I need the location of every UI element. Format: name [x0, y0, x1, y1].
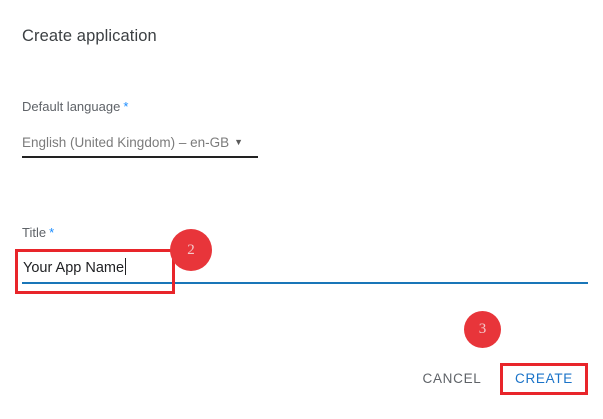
required-asterisk-language: * — [123, 99, 129, 114]
title-input[interactable]: Your App Name — [23, 258, 127, 278]
default-language-label-text: Default language — [22, 99, 121, 114]
annotation-badge-3: 3 — [464, 311, 501, 348]
create-button[interactable]: CREATE — [503, 363, 585, 395]
text-cursor — [125, 258, 127, 275]
default-language-select-value-row: English (United Kingdom) – en-GB ▼ — [22, 131, 258, 154]
default-language-underline — [22, 156, 258, 158]
title-label-text: Title — [22, 225, 47, 240]
title-input-value: Your App Name — [23, 260, 125, 276]
cancel-button[interactable]: CANCEL — [417, 363, 487, 395]
default-language-selected-value: English (United Kingdom) – en-GB — [22, 135, 230, 150]
required-asterisk-title: * — [49, 225, 55, 240]
page-title: Create application — [22, 27, 157, 45]
default-language-label: Default language* — [22, 99, 128, 114]
dialog-actions: CANCEL CREATE — [0, 363, 603, 395]
chevron-down-icon: ▼ — [234, 137, 244, 147]
title-input-underline — [22, 282, 588, 285]
default-language-select[interactable]: English (United Kingdom) – en-GB ▼ — [22, 131, 258, 158]
title-label: Title* — [22, 225, 54, 240]
annotation-badge-2: 2 — [170, 229, 212, 271]
